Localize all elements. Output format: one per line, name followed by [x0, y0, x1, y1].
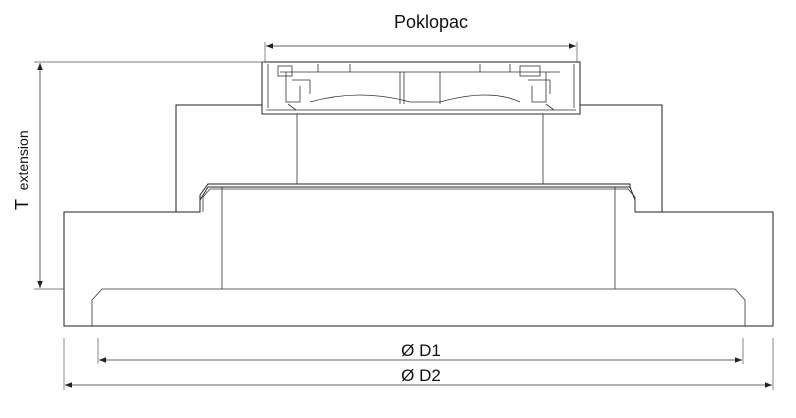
svg-text:T extension: T extension — [12, 130, 32, 210]
extension-ring — [175, 104, 663, 213]
d1-dimension: Ø D1 — [97, 338, 744, 364]
cover-label: Poklopac — [394, 12, 468, 32]
cover-dimension: Poklopac — [264, 12, 578, 62]
cover-lid — [261, 61, 581, 115]
height-label: T — [12, 199, 32, 210]
d2-label: Ø D2 — [401, 366, 441, 385]
d1-label: Ø D1 — [401, 341, 441, 360]
height-sublabel: extension — [15, 130, 31, 190]
height-dimension: T extension — [12, 61, 265, 290]
base-ring — [63, 186, 774, 327]
d2-dimension: Ø D2 — [63, 338, 774, 390]
